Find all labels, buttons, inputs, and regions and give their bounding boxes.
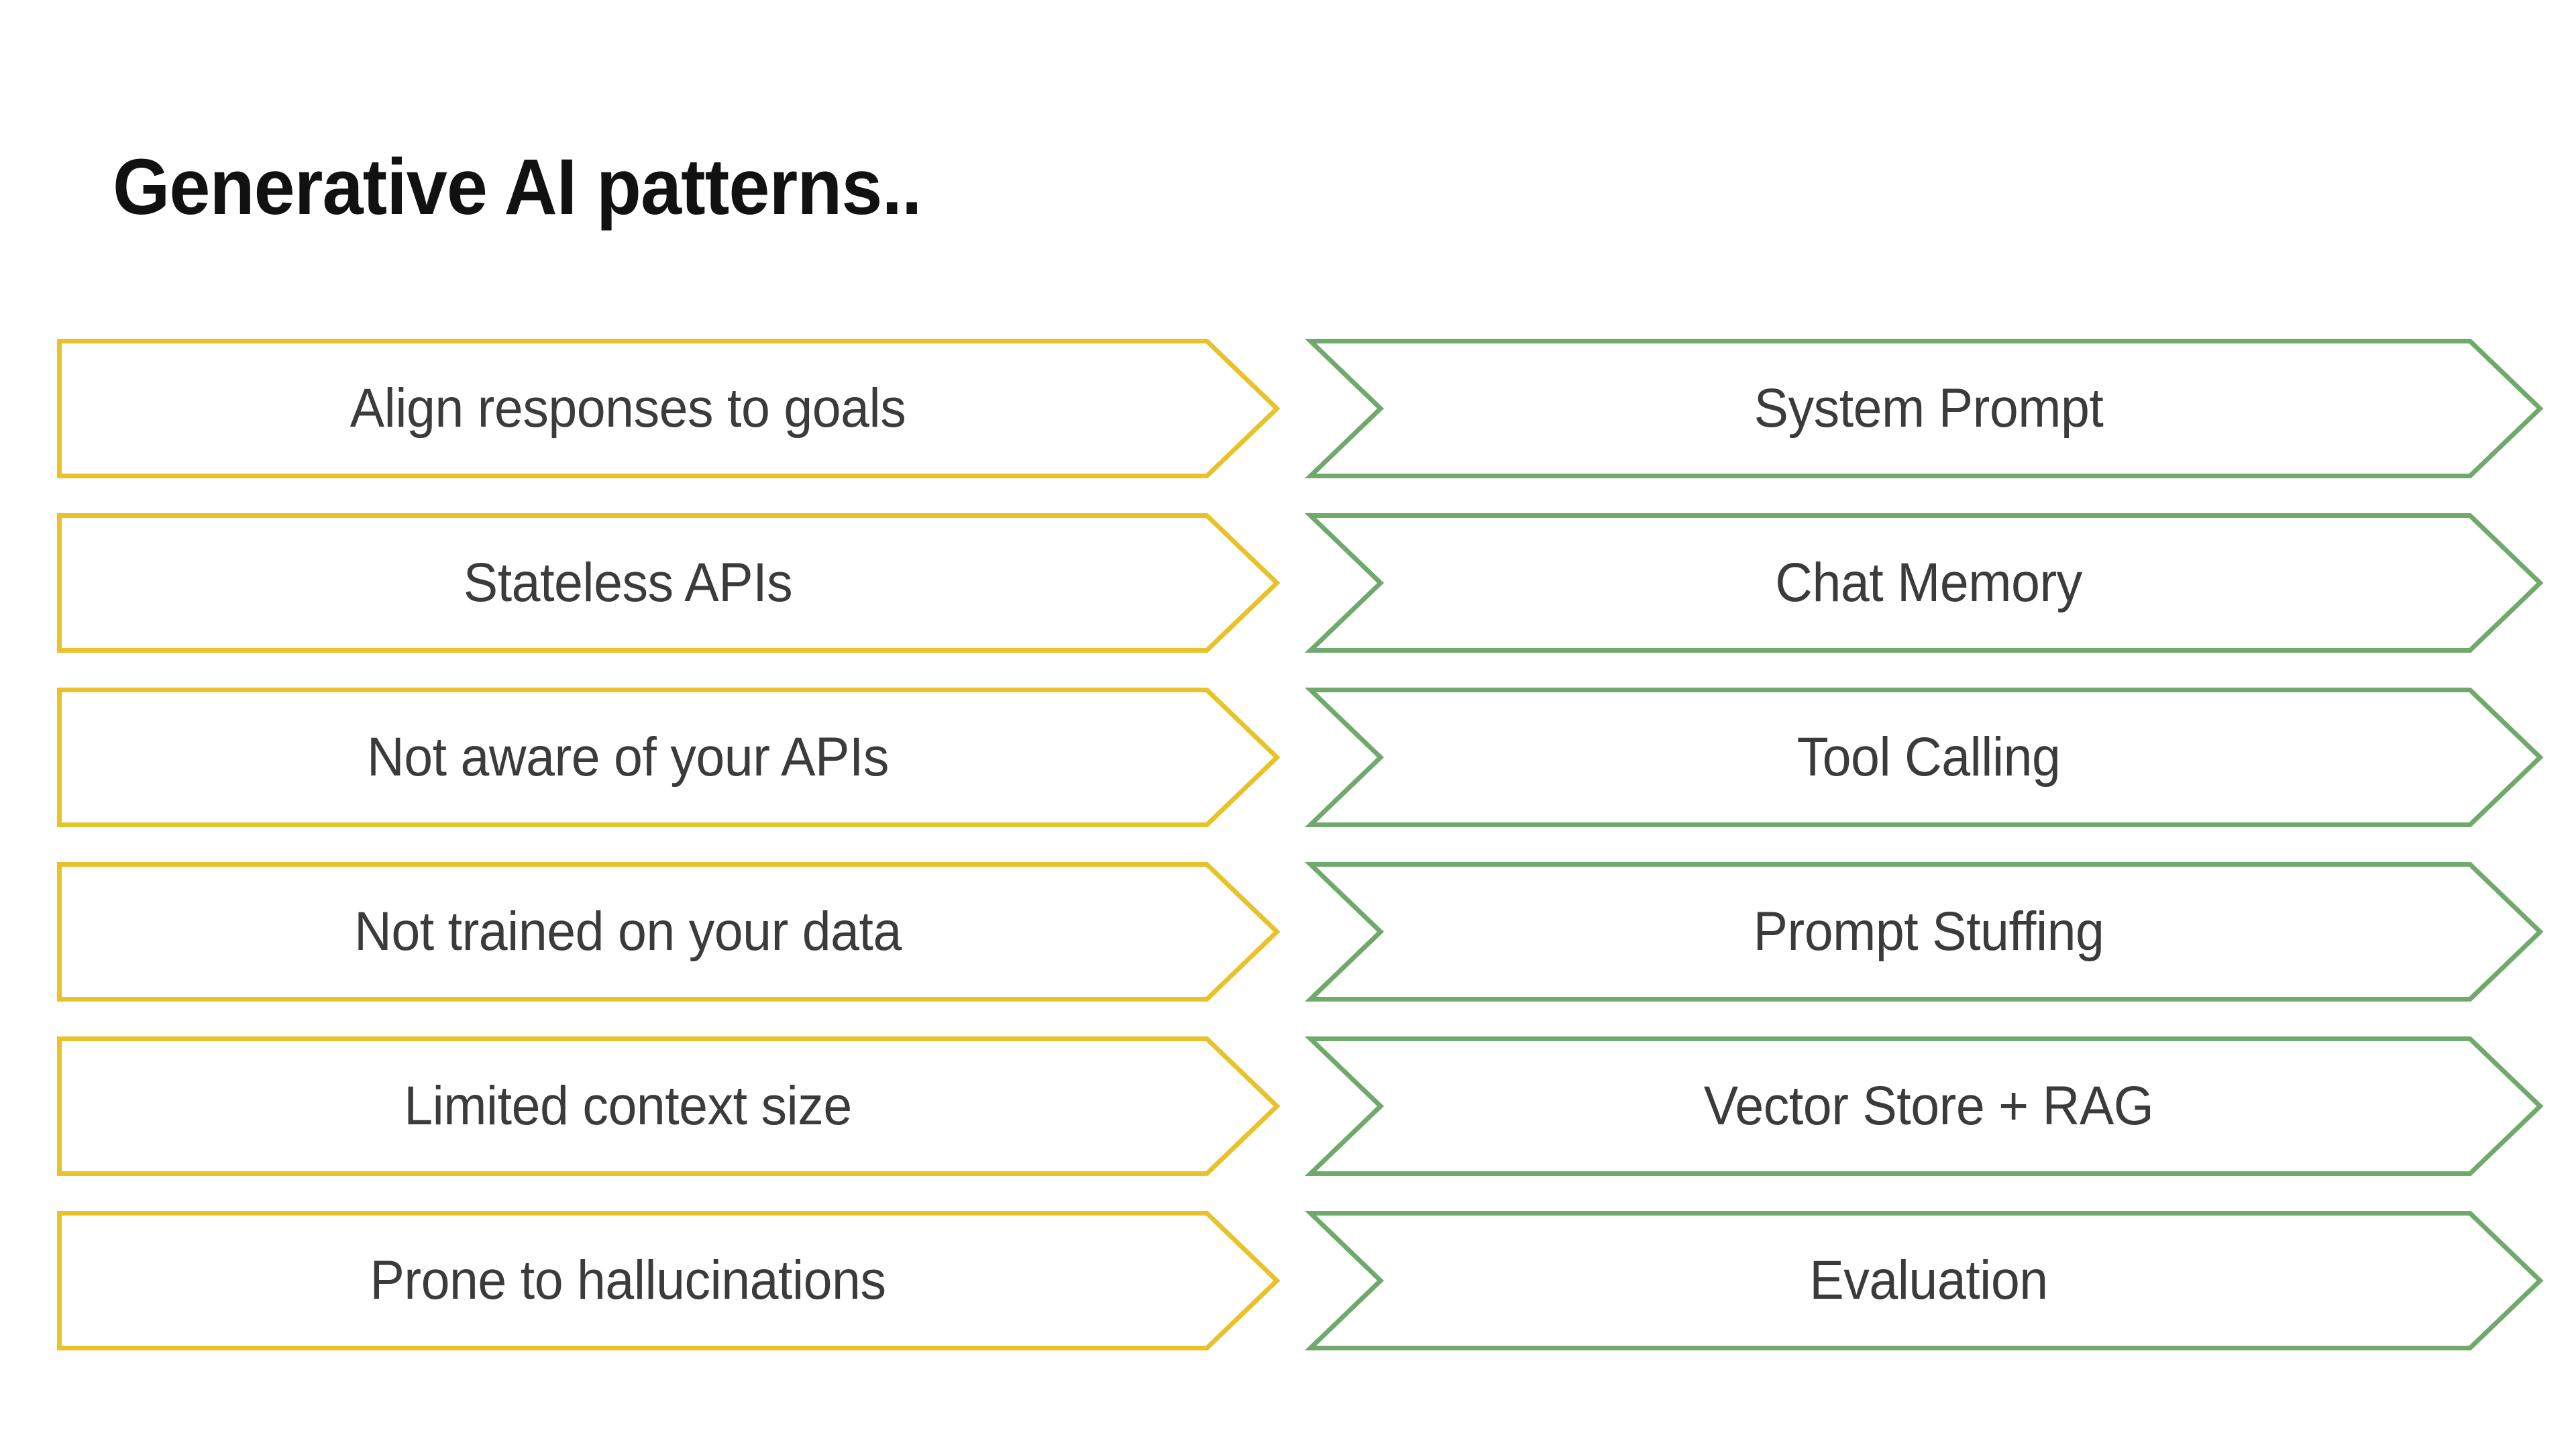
- problem-chevron-2[interactable]: Stateless APIs: [57, 513, 1281, 653]
- problem-chevron-5[interactable]: Limited context size: [57, 1036, 1281, 1176]
- solution-chevron-2[interactable]: Chat Memory: [1304, 513, 2544, 653]
- problem-chevron-shape: [57, 513, 1281, 653]
- page-title: Generative AI patterns..: [113, 143, 922, 231]
- solution-chevron-shape: [1304, 1036, 2544, 1176]
- solution-chevron-5[interactable]: Vector Store + RAG: [1304, 1036, 2544, 1176]
- solution-chevron-1[interactable]: System Prompt: [1304, 339, 2544, 478]
- problem-chevron-3[interactable]: Not aware of your APIs: [57, 688, 1281, 827]
- solution-chevron-3[interactable]: Tool Calling: [1304, 688, 2544, 827]
- problem-chevron-shape: [57, 339, 1281, 478]
- problem-chevron-shape: [57, 1211, 1281, 1350]
- problem-chevron-4[interactable]: Not trained on your data: [57, 862, 1281, 1002]
- problem-chevron-shape: [57, 1036, 1281, 1176]
- solution-chevron-shape: [1304, 1211, 2544, 1350]
- problem-chevron-6[interactable]: Prone to hallucinations: [57, 1211, 1281, 1350]
- solution-chevron-shape: [1304, 862, 2544, 1002]
- solution-chevron-4[interactable]: Prompt Stuffing: [1304, 862, 2544, 1002]
- problem-chevron-shape: [57, 688, 1281, 827]
- solution-chevron-6[interactable]: Evaluation: [1304, 1211, 2544, 1350]
- solution-chevron-shape: [1304, 513, 2544, 653]
- problem-chevron-1[interactable]: Align responses to goals: [57, 339, 1281, 478]
- solution-chevron-shape: [1304, 688, 2544, 827]
- solution-chevron-shape: [1304, 339, 2544, 478]
- problem-chevron-shape: [57, 862, 1281, 1002]
